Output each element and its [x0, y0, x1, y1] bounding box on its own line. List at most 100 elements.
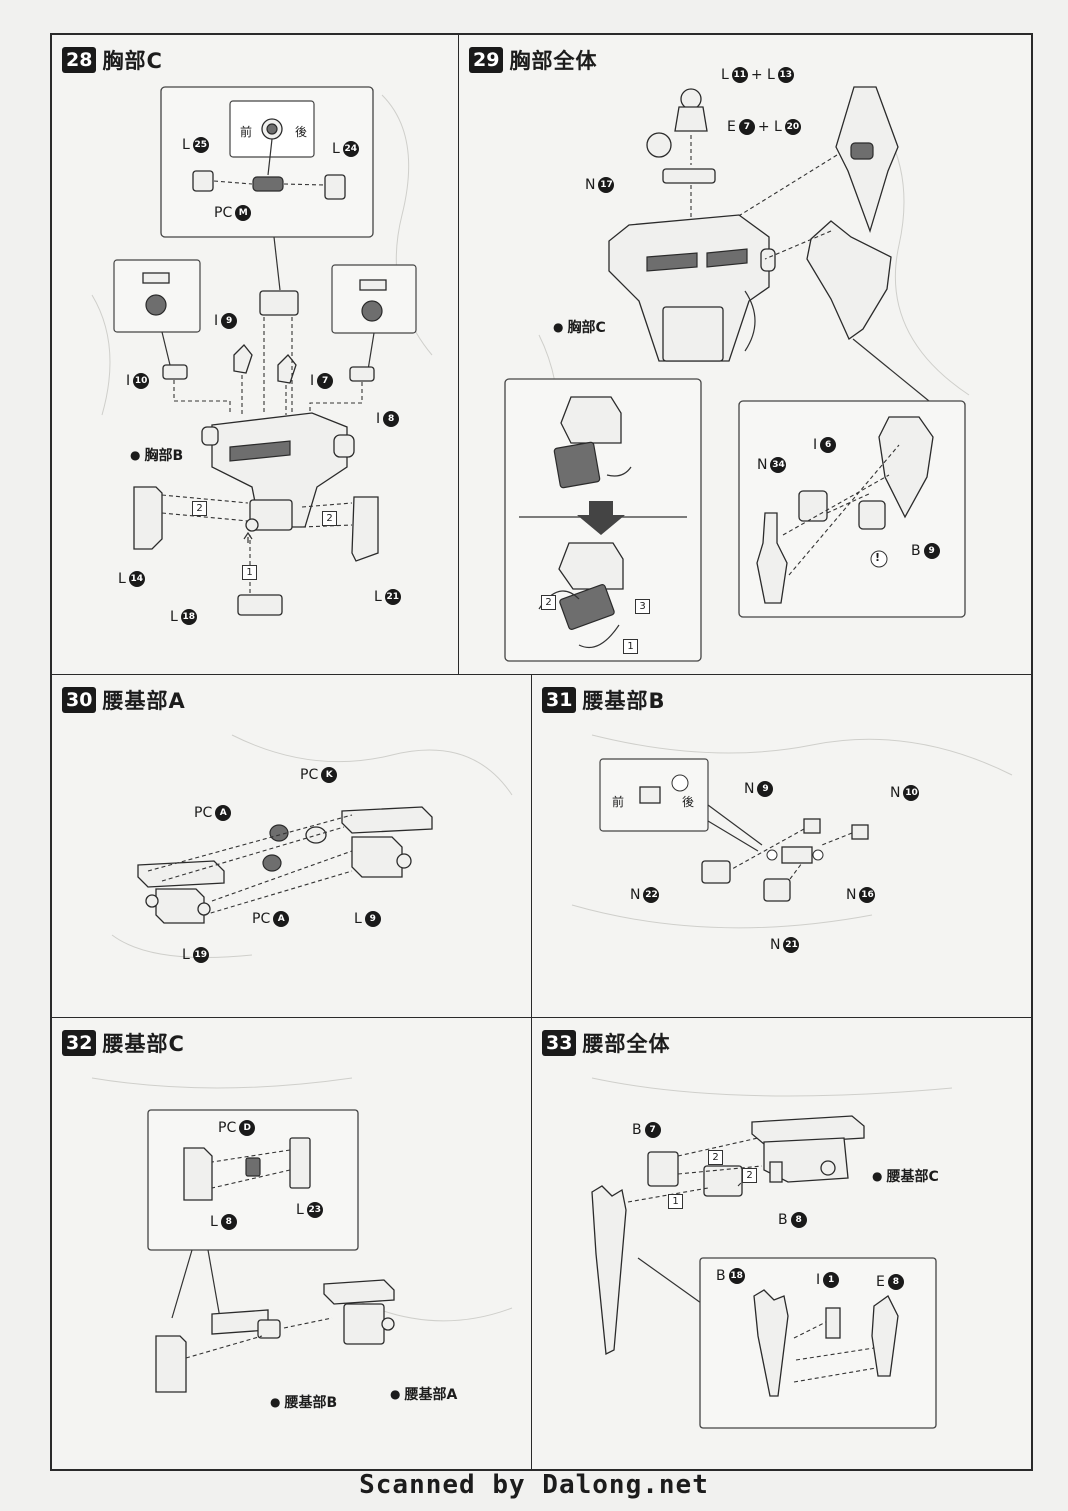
- part-letter: L: [332, 141, 340, 157]
- part-letter: I: [126, 373, 131, 389]
- part-letter: B: [716, 1268, 726, 1284]
- step-28-title: 28 胸部C: [62, 45, 163, 75]
- step-order-box: 2: [742, 1168, 757, 1183]
- step-order-box: 3: [635, 599, 650, 614]
- label-waist-b: 腰基部B: [270, 1392, 337, 1412]
- part-number: A: [215, 805, 232, 821]
- part-letter: PC: [194, 805, 213, 821]
- step-order-box: 2: [708, 1150, 723, 1165]
- part-letter: I: [813, 437, 818, 453]
- part-number: 10: [133, 373, 150, 389]
- warning-icon: !: [875, 551, 880, 564]
- step-number: 33: [542, 1030, 577, 1056]
- step-order-box: 1: [242, 565, 257, 580]
- part-letter: N: [744, 781, 755, 797]
- step-32-title: 32 腰基部C: [62, 1028, 185, 1058]
- part-number: 18: [180, 609, 197, 625]
- part-letter: N: [757, 457, 768, 473]
- part-number: 9: [221, 313, 238, 329]
- part-number: 21: [384, 589, 401, 605]
- part-letter: L: [210, 1214, 218, 1230]
- step-32-diagram: [91, 1077, 513, 1393]
- part-letter: B: [632, 1122, 642, 1138]
- step-number: 28: [62, 47, 97, 73]
- step-order-box: 2: [322, 511, 337, 526]
- front-text: 前: [240, 125, 253, 139]
- label-back: 後: [682, 793, 694, 810]
- part-letter: L: [721, 67, 729, 83]
- part-number: 13: [777, 67, 794, 83]
- back-text: 後: [682, 795, 695, 809]
- front-text: 前: [612, 795, 625, 809]
- label-back: 後: [295, 123, 307, 140]
- part-letter: I: [310, 373, 315, 389]
- step-order-box: 1: [668, 1194, 683, 1209]
- part-number: 9: [923, 543, 940, 559]
- part-letter: L: [296, 1202, 304, 1218]
- part-number: 8: [790, 1212, 807, 1228]
- part-number: 21: [783, 937, 800, 953]
- part-number: 7: [317, 373, 334, 389]
- part-number: 9: [364, 911, 381, 927]
- label-front: 前: [612, 793, 624, 810]
- step-number: 29: [469, 47, 504, 73]
- step-32-panel: 32 腰基部C PCD L8 L23 腰基部B 腰基部A: [51, 1017, 532, 1471]
- plus-part: + L: [750, 67, 775, 83]
- part-number: A: [273, 911, 290, 927]
- part-letter: PC: [218, 1120, 237, 1136]
- step-order-box: 1: [623, 639, 638, 654]
- step-28-panel: 28 胸部C: [51, 34, 459, 675]
- subassembly-name: 胸部C: [567, 320, 606, 336]
- subassembly-name: 胸部B: [144, 448, 184, 464]
- part-letter: L: [170, 609, 178, 625]
- part-number: 11: [731, 67, 748, 83]
- part-number: D: [239, 1120, 256, 1136]
- label-chest-b: 胸部B: [130, 445, 183, 465]
- part-number: K: [321, 767, 338, 783]
- step-title-text: 胸部C: [102, 49, 163, 73]
- label-chest-c: 胸部C: [553, 317, 606, 337]
- part-letter: L: [374, 589, 382, 605]
- part-letter: N: [890, 785, 901, 801]
- label-waist-c: 腰基部C: [872, 1166, 939, 1186]
- back-text: 後: [295, 125, 308, 139]
- part-number: 7: [644, 1122, 661, 1138]
- part-number: 6: [820, 437, 837, 453]
- part-letter: L: [182, 947, 190, 963]
- part-letter: L: [182, 137, 190, 153]
- step-29-title: 29 胸部全体: [469, 45, 597, 75]
- step-title-text: 腰基部C: [102, 1032, 185, 1056]
- step-29-panel: 29 胸部全体: [458, 34, 1033, 675]
- part-letter: E: [727, 119, 736, 135]
- step-31-title: 31 腰基部B: [542, 685, 665, 715]
- step-order-box: 2: [192, 501, 207, 516]
- subassembly-name: 腰基部C: [886, 1169, 939, 1185]
- part-letter: I: [376, 411, 381, 427]
- step-31-diagram: [571, 734, 1013, 929]
- step-29-diagram: [504, 86, 970, 662]
